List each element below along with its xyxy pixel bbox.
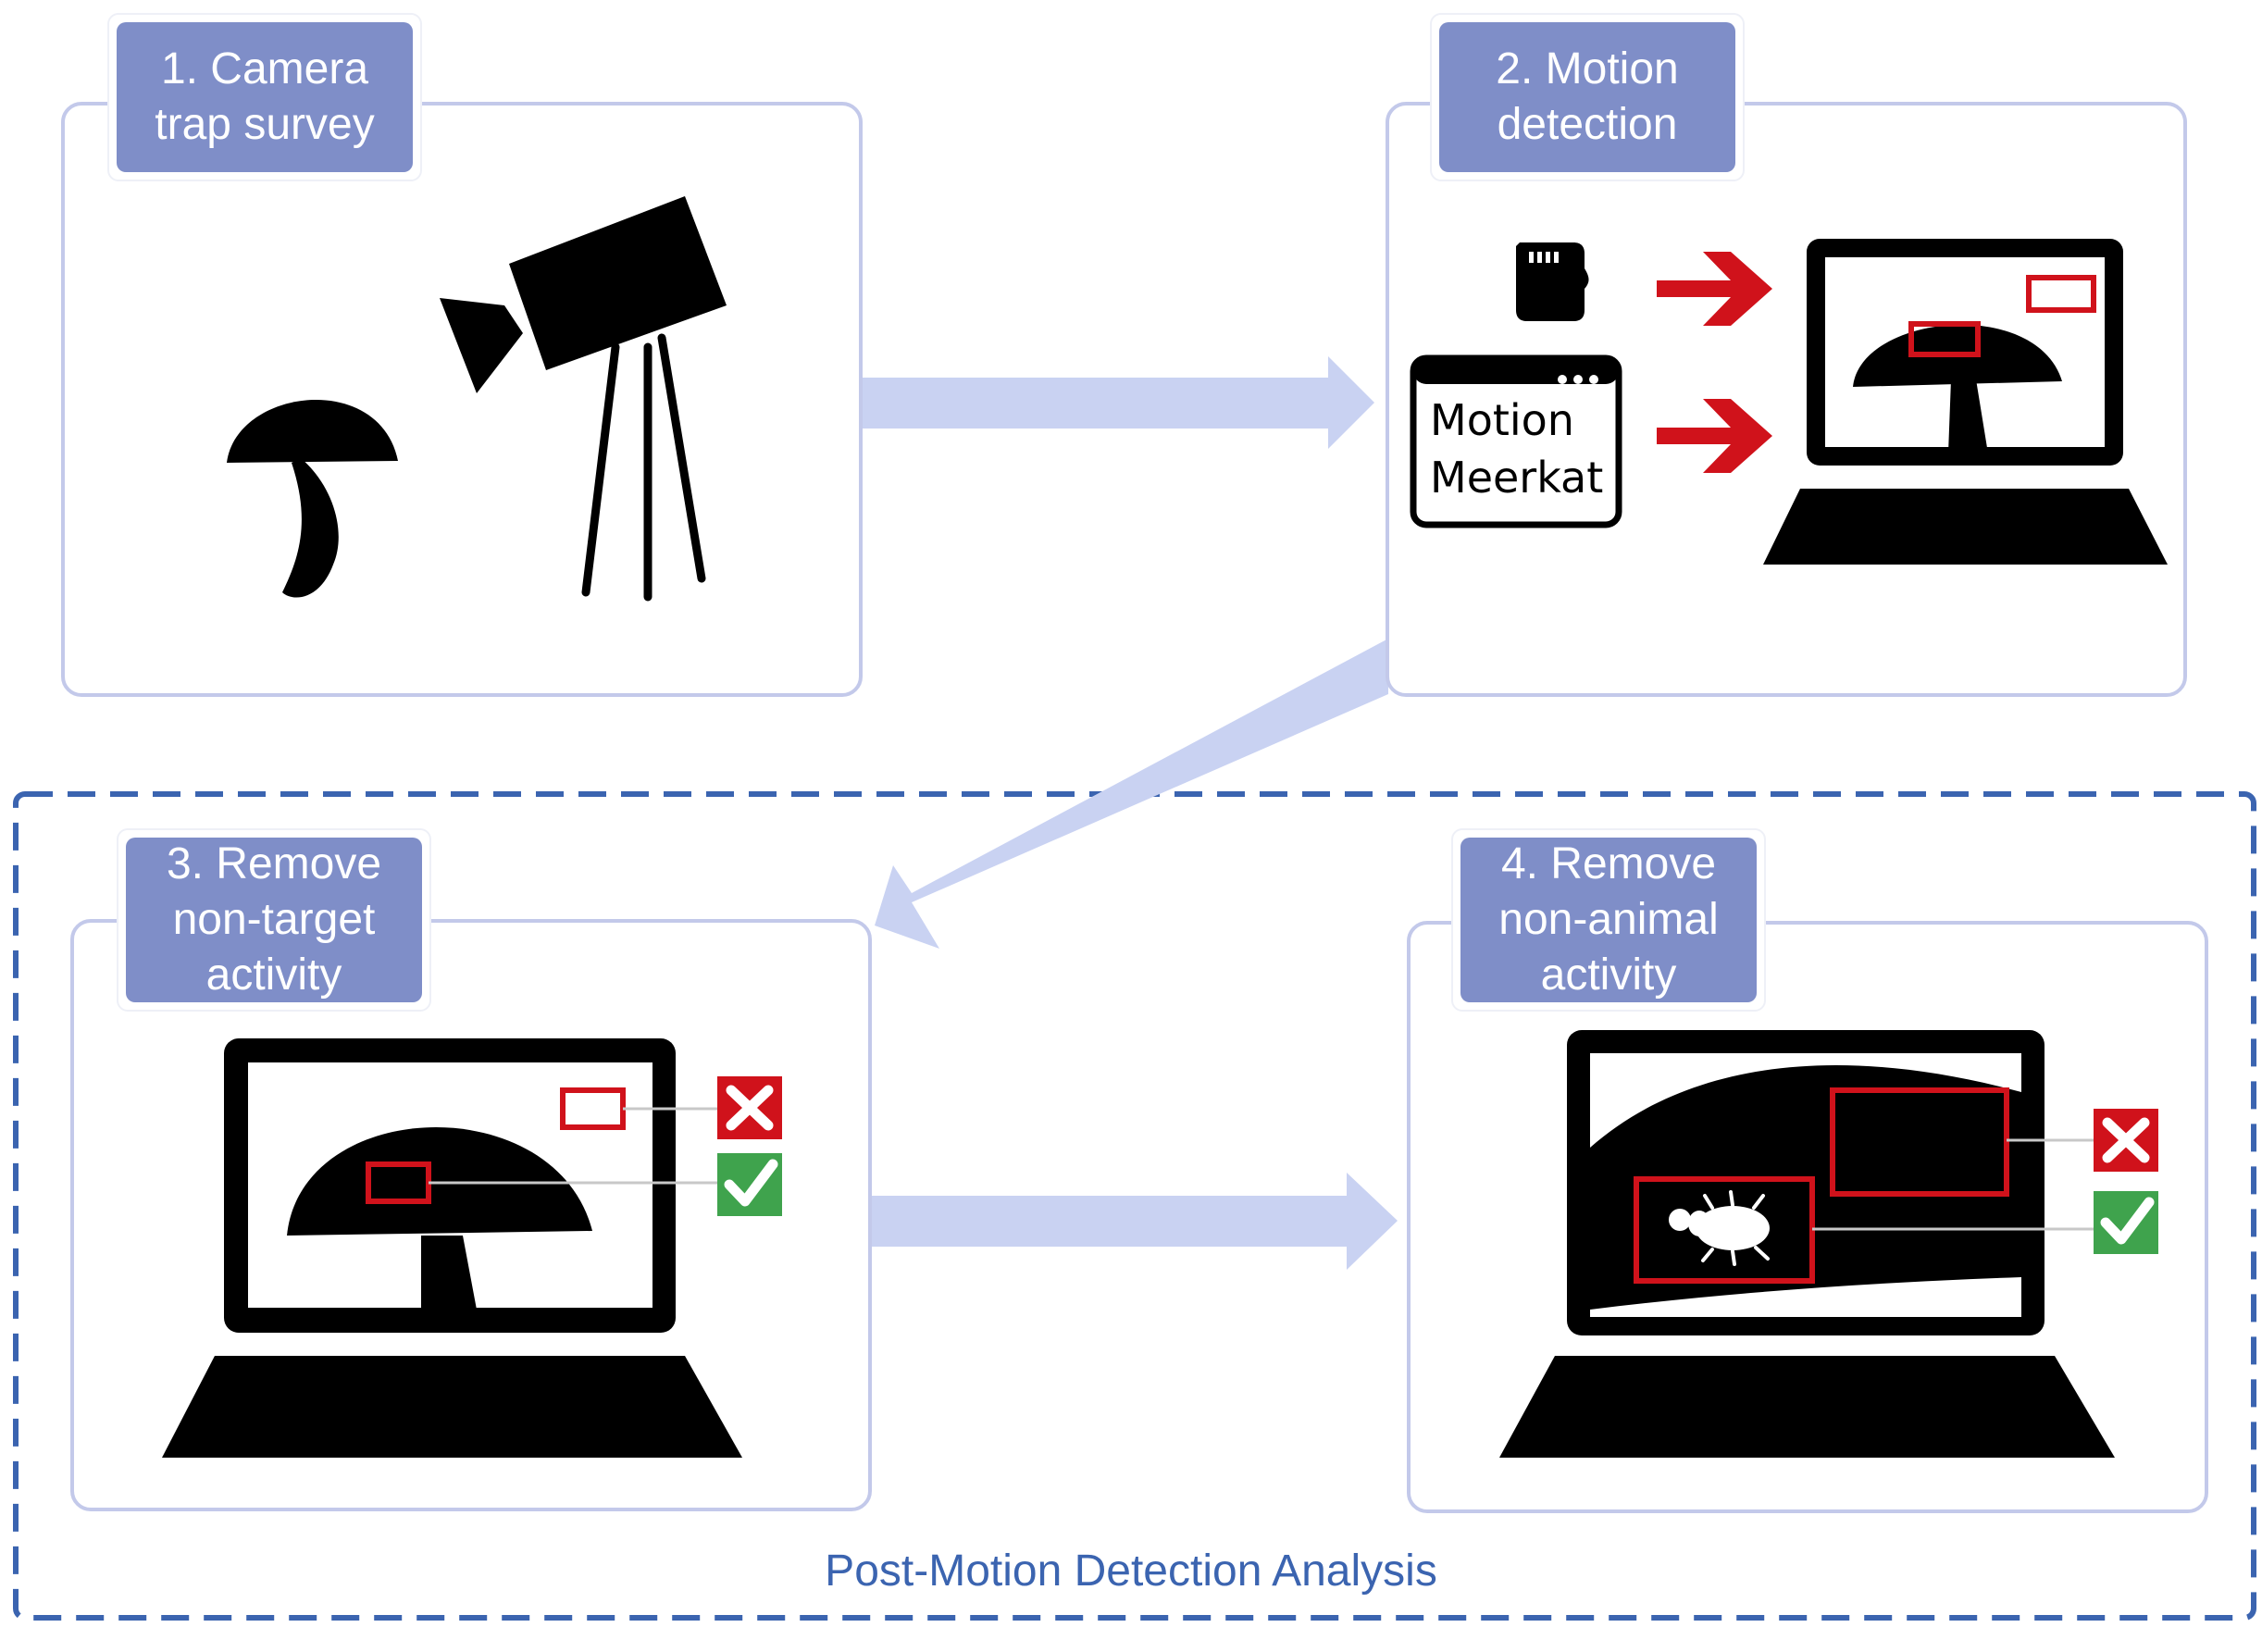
mushroom-icon <box>227 399 398 598</box>
analysis-group-caption: Post-Motion Detection Analysis <box>825 1546 1437 1596</box>
step-2-label-frame: 2. Motion detection <box>1430 13 1745 181</box>
accept-icon <box>2094 1191 2158 1254</box>
laptop-icon <box>1763 239 2168 565</box>
step-2-label: 2. Motion detection <box>1439 22 1735 172</box>
reject-icon <box>717 1076 782 1139</box>
step-3-label: 3. Remove non-target activity <box>126 838 422 1002</box>
tripod-icon <box>581 333 706 602</box>
accept-icon <box>717 1153 782 1216</box>
step-1-panel <box>61 102 863 697</box>
step-1-label-frame: 1. Camera trap survey <box>107 13 422 181</box>
flow-arrow-3-to-4 <box>870 1173 1398 1270</box>
software-name-line1: Motion <box>1430 395 1574 445</box>
flow-arrow-2-to-3 <box>875 639 1388 949</box>
step-1-label: 1. Camera trap survey <box>117 22 413 172</box>
laptop-icon <box>162 1038 742 1458</box>
step-3-label-frame: 3. Remove non-target activity <box>117 828 431 1012</box>
red-arrow-icon <box>1657 252 1772 473</box>
software-window: Motion Meerkat <box>1410 354 1622 528</box>
beetle-icon <box>1669 1190 1770 1266</box>
sd-card-icon <box>1516 242 1589 321</box>
camera-icon <box>440 196 727 393</box>
software-name-line2: Meerkat <box>1430 453 1603 503</box>
step-4-label-frame: 4. Remove non-animal activity <box>1451 828 1766 1012</box>
step-4-label: 4. Remove non-animal activity <box>1460 838 1757 1002</box>
laptop-icon <box>1499 1030 2115 1458</box>
reject-icon <box>2094 1109 2158 1172</box>
flow-arrow-1-to-2 <box>861 356 1374 449</box>
